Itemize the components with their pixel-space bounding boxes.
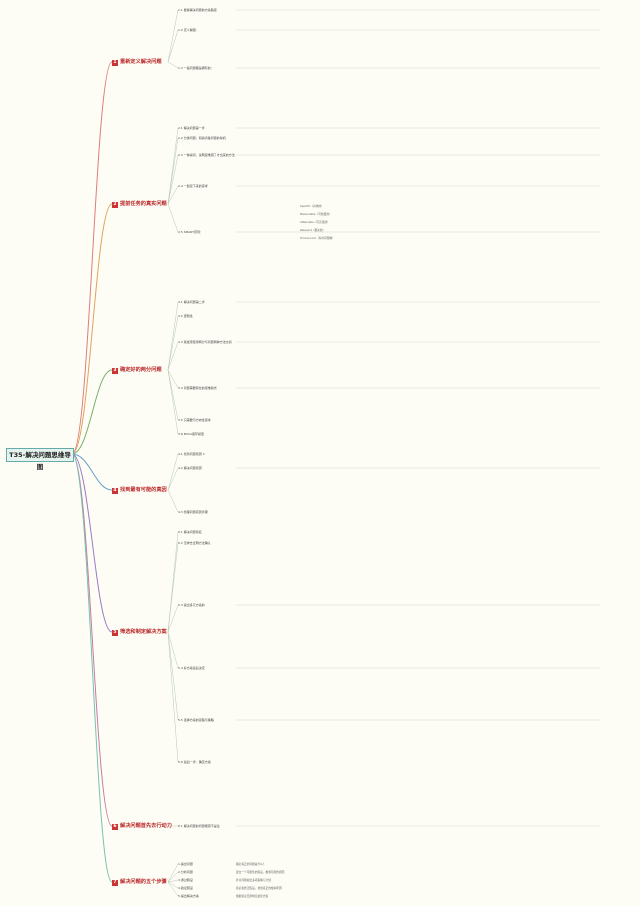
- b3-item-3[interactable]: 3.3 我发现使用两分与问题两种方法交织: [178, 340, 232, 344]
- b5-item-6[interactable]: 5.6 最后一步：确定方案: [178, 760, 211, 764]
- branch-4-label: 找到最有可能的真因: [120, 487, 167, 493]
- b4-item-1[interactable]: 4.1 找到问题真因 3: [178, 452, 205, 456]
- b4-item-3[interactable]: 4.3 梳理问题真因步骤: [178, 510, 208, 514]
- smart-1: Specific（具体的）: [300, 204, 324, 208]
- b5-item-1[interactable]: 5.1 解决问题真名: [178, 530, 202, 534]
- b1-item-1[interactable]: 1.1 能够解决问题的方案路径: [178, 8, 217, 12]
- b4-item-2[interactable]: 4.2 解决问题真因: [178, 466, 202, 470]
- branch-3-num: 3: [112, 368, 118, 374]
- b3-item-1[interactable]: 3.1 解决问题第二步: [178, 300, 205, 304]
- branch-6-label: 解决问题首先去行动力: [120, 823, 172, 829]
- b2-item-3[interactable]: 2.3 一种提问，说明思维错了才出来的方法: [178, 153, 235, 157]
- b3-item-6[interactable]: 3.6 PDCA循环模型: [178, 432, 204, 436]
- smart-3: Attainable（可实现的）: [300, 220, 330, 224]
- smart-4: Relevant（相关的）: [300, 228, 326, 232]
- b5-item-4[interactable]: 5.4 好方案最后决定: [178, 666, 205, 670]
- b1-item-2[interactable]: 1.2 定义解题：: [178, 28, 199, 32]
- b1-item-3[interactable]: 1.3 一般问题都是拥有的：: [178, 66, 214, 70]
- branch-1-label: 重新定义解决问题: [120, 59, 162, 65]
- b7-item-4[interactable]: 4.验证假设: [178, 886, 193, 890]
- b2-item-5[interactable]: 2.5 SMART原则：: [178, 230, 203, 234]
- root-title: T35-解决问题思维导图: [6, 448, 74, 471]
- b7-note-4: 验证和修正假设，找到真正的根本原因: [236, 886, 282, 890]
- branch-2-num: 2: [112, 202, 118, 208]
- b7-note-5: 根据验证结果制定最佳方案: [236, 894, 269, 898]
- b2-item-4[interactable]: 2.4 一起接下来的思考: [178, 184, 208, 188]
- branch-6-num: 6: [112, 824, 118, 830]
- b3-item-4[interactable]: 3.4 问题需要简化的思维模式: [178, 386, 217, 390]
- b5-item-3[interactable]: 5.3 提出多元方案的: [178, 603, 205, 607]
- branch-4-num: 4: [112, 488, 118, 494]
- b6-item-1[interactable]: 6.1 解决问题的问题根源不是生: [178, 824, 220, 828]
- b7-item-5[interactable]: 5.提出解决方案: [178, 894, 199, 898]
- b7-note-3: 针对问题提出多项策略与计划: [236, 878, 271, 882]
- b5-item-5[interactable]: 5.5 选择方案的思路与策略: [178, 718, 214, 722]
- b7-item-3[interactable]: 3.通过假设: [178, 878, 193, 882]
- b2-item-1[interactable]: 2.1 解决问题第一步: [178, 126, 205, 130]
- b7-note-1: 确定真正的问题是什么？: [236, 862, 266, 866]
- b5-item-2[interactable]: 5.2 怎样去证明方法确认: [178, 541, 211, 545]
- b7-note-2: 建立一个可能性的假设，推测可能的原因: [236, 870, 285, 874]
- branch-5-num: 5: [112, 630, 118, 636]
- b3-item-2[interactable]: 3.2 逻辑性: [178, 314, 193, 318]
- branch-7-label: 解决问题的五个步骤: [120, 879, 167, 885]
- branch-5-label: 筛选和制定解决方案: [120, 629, 167, 635]
- branch-3-label: 确定好的两分问题: [120, 367, 162, 373]
- b3-item-5[interactable]: 3.5 只需要与方向性思考: [178, 418, 211, 422]
- b7-item-1[interactable]: 1.提出问题: [178, 862, 193, 866]
- b2-item-2[interactable]: 2.2 分类问题，和搞清楚问题的动机: [178, 136, 226, 140]
- branch-1-num: 1: [112, 60, 118, 66]
- smart-2: Measurable（可衡量的）: [300, 212, 332, 216]
- smart-5: Time-bound（有时间限制）: [300, 236, 335, 240]
- branch-2-label: 提前任务的真实问题: [120, 201, 167, 207]
- branch-7-num: 7: [112, 880, 118, 886]
- b7-item-2[interactable]: 2.分析问题: [178, 870, 193, 874]
